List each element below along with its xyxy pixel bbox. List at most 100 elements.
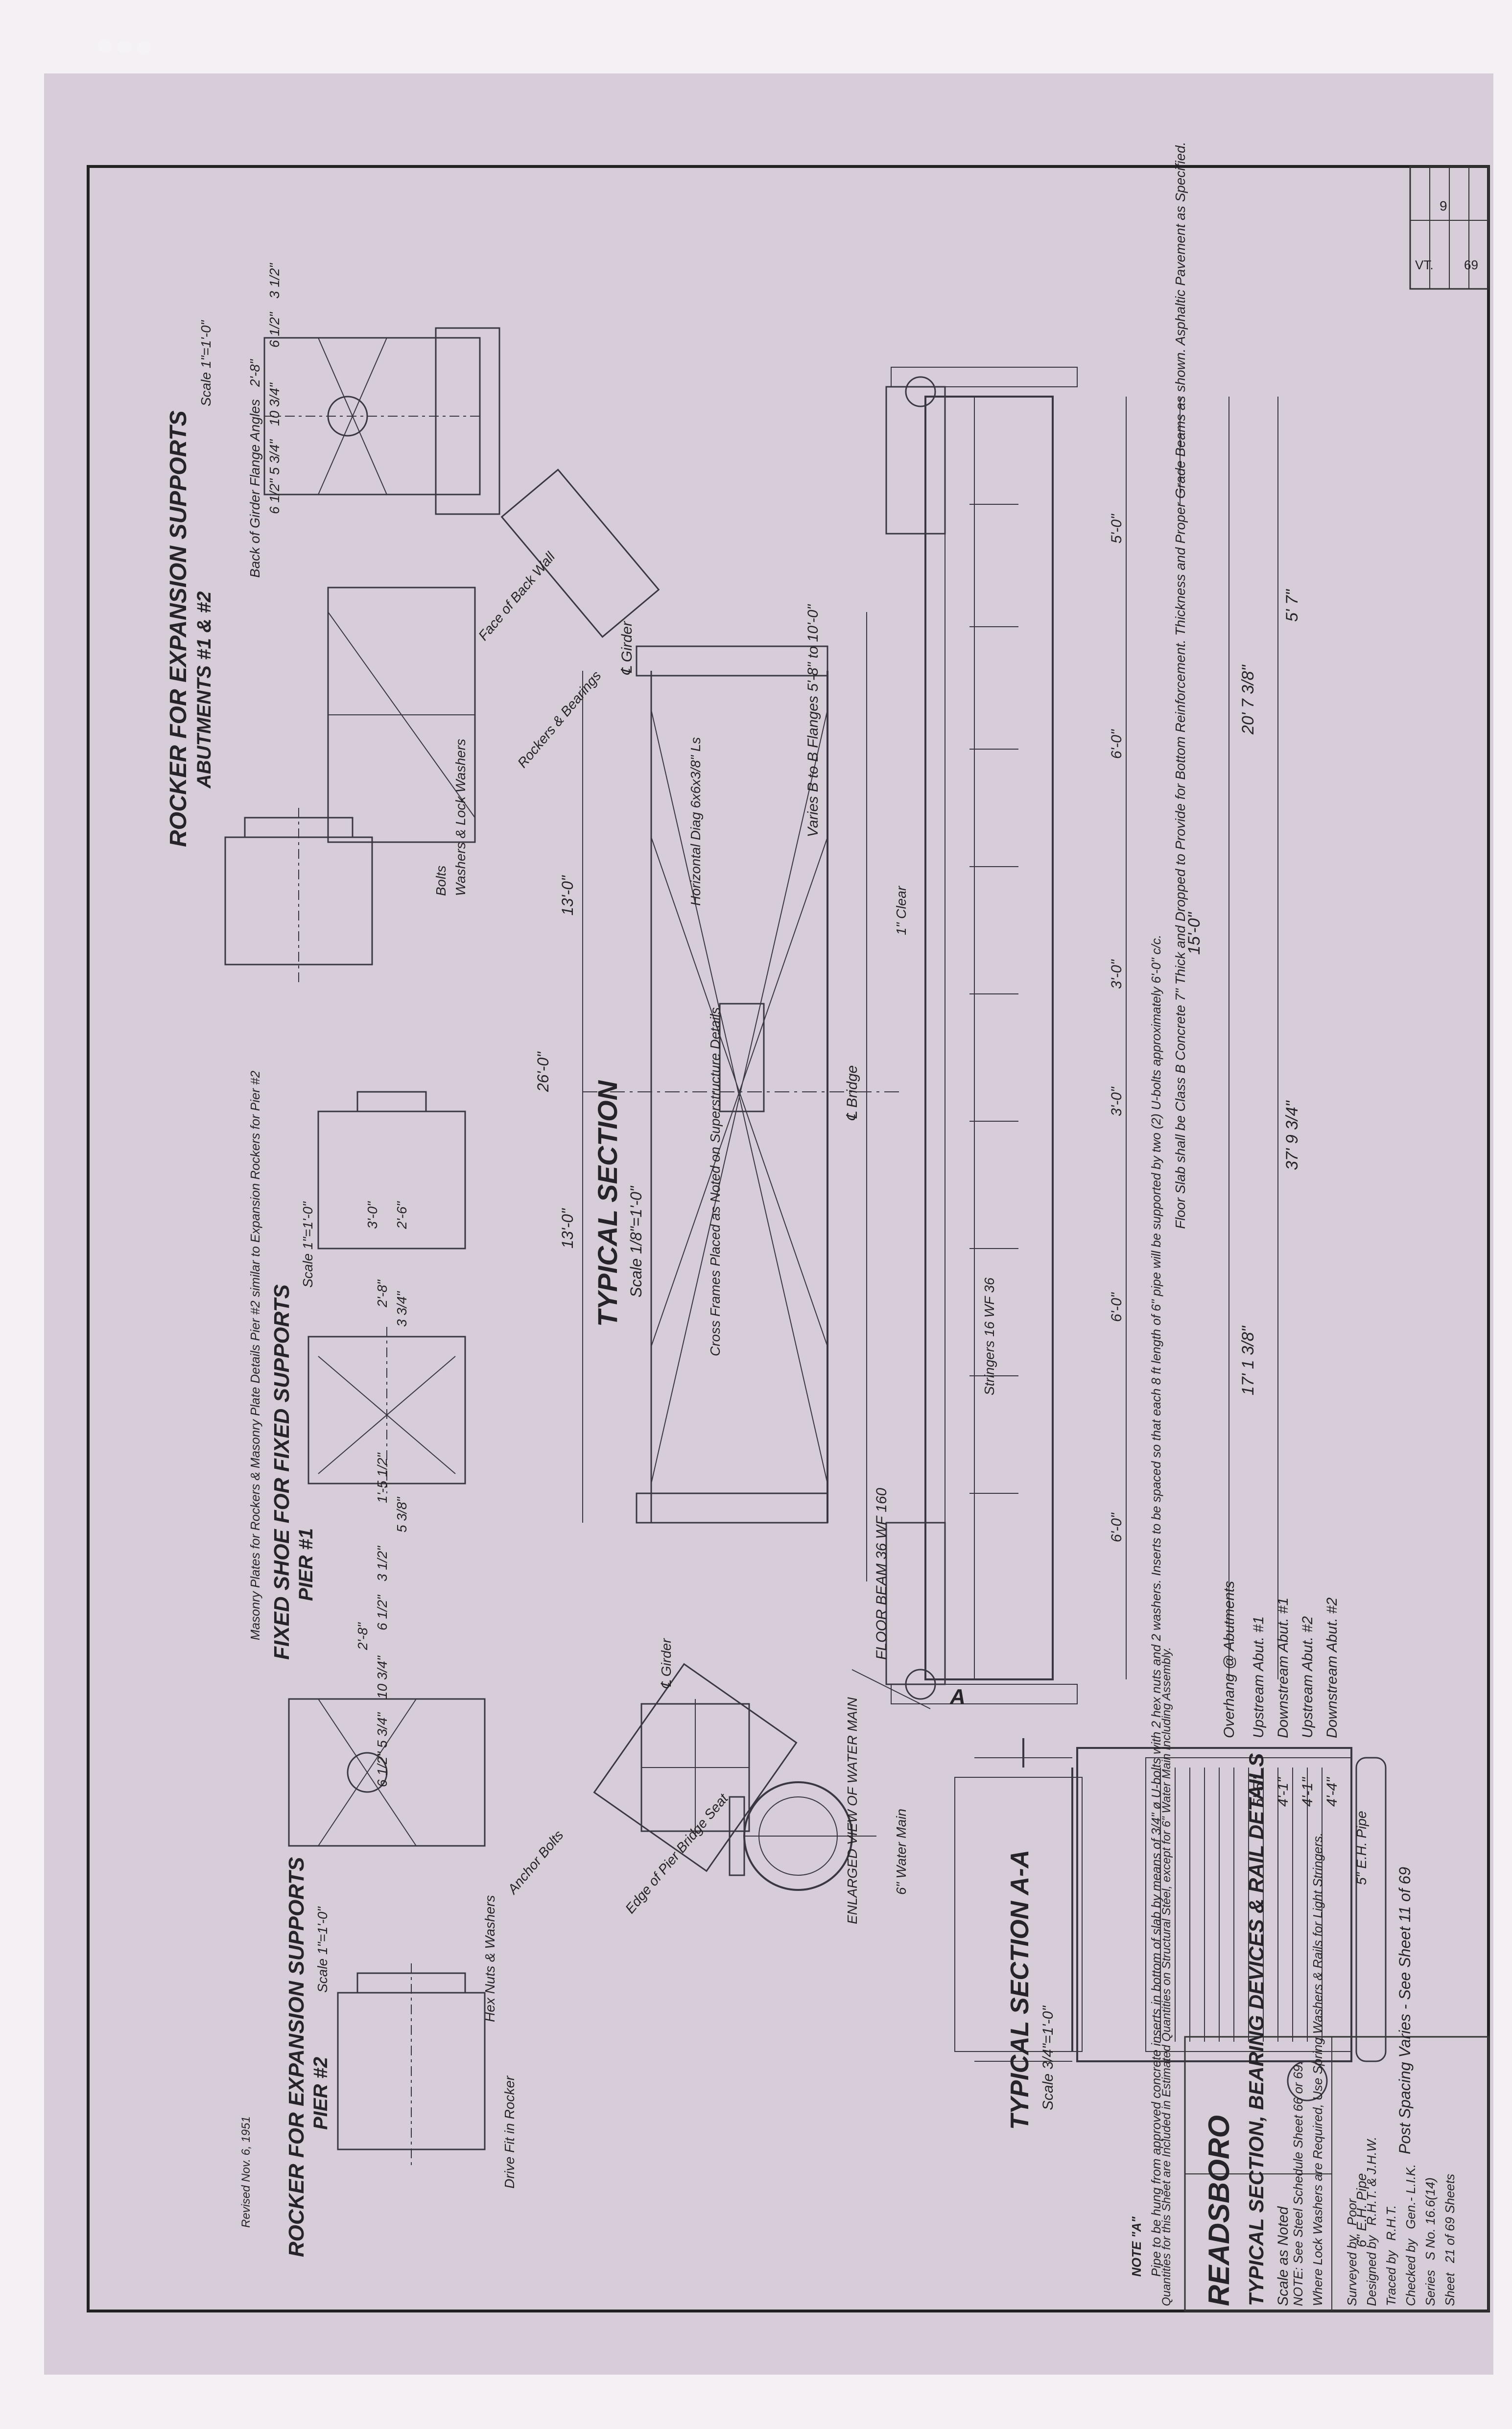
dim-station-1: 6'-0" bbox=[1109, 729, 1125, 759]
rocker-abut-label-0: Back of Girder Flange Angles bbox=[247, 399, 262, 578]
punch-hole bbox=[98, 39, 112, 53]
fixed-shoe-dim-5: 5 3/8" bbox=[394, 1497, 409, 1533]
pipe-rail2-label: 6" E.H. Pipe bbox=[1354, 2173, 1369, 2247]
rocker-abut-dim-4: 5 3/4" bbox=[267, 439, 282, 475]
fixed-shoe-note: Masonry Plates for Rockers & Masonry Pla… bbox=[248, 1070, 262, 1640]
typical-section-drawing bbox=[582, 367, 1278, 1704]
fixed-shoe-dim-0: 2'-8" bbox=[375, 1279, 390, 1308]
overhang-value-0: 5'-5" bbox=[1251, 1777, 1267, 1807]
rocker-pier-label-2: Anchor Bolts bbox=[504, 1827, 567, 1897]
rocker-pier-dim-1: 3 1/2" bbox=[375, 1546, 390, 1581]
span-dim-2: 26'-0" bbox=[534, 1051, 552, 1092]
overhang-label-0: Upstream Abut. #1 bbox=[1251, 1616, 1267, 1738]
cross-frame-note: Cross Frames Placed as Noted on Superstr… bbox=[708, 1007, 723, 1356]
clear-label: 1" Clear bbox=[894, 885, 909, 935]
water-main-detail bbox=[729, 1781, 876, 1891]
flange-varies: Varies B to B Flanges 5'-8" to 10'-0" bbox=[805, 604, 821, 837]
dim-station-5: 6'-0" bbox=[1109, 1512, 1125, 1542]
fixed-shoe-title: FIXED SHOE FOR FIXED SUPPORTS bbox=[270, 1284, 294, 1660]
bridge-label: ℄ Bridge bbox=[844, 1065, 860, 1121]
section-aa-scale: Scale 3/4"=1'-0" bbox=[1040, 2005, 1056, 2110]
total-sheets: 69 bbox=[1464, 258, 1478, 272]
title-series: SeriesS No. 16.6(14) bbox=[1423, 2177, 1438, 2306]
title-surveyed: Surveyed byPoor bbox=[1345, 2198, 1359, 2306]
dim-top-1: 20' 7 3/8" bbox=[1239, 664, 1257, 735]
punch-hole bbox=[137, 41, 151, 55]
title-main: TYPICAL SECTION, BEARING DEVICES & RAIL … bbox=[1245, 1753, 1268, 2306]
fixed-shoe-dim-4: 3 3/4" bbox=[394, 1291, 409, 1327]
overhang-label-2: Upstream Abut. #2 bbox=[1299, 1616, 1316, 1738]
dim-top-2: 15'-0" bbox=[1185, 911, 1204, 955]
note-a-title: NOTE "A" bbox=[1129, 2216, 1144, 2277]
punch-hole bbox=[118, 40, 131, 54]
typical-section-aa-drawing bbox=[954, 1747, 1387, 2101]
rocker-pier-dim-3: 10 3/4" bbox=[375, 1655, 390, 1699]
engineering-drawing: READSBORO TYPICAL SECTION, BEARING DEVIC… bbox=[87, 142, 1490, 2312]
rocker-abut-scale: Scale 1"=1'-0" bbox=[198, 320, 213, 406]
note-b: Where Lock Washers are Required, Use Spr… bbox=[1310, 1833, 1325, 2306]
section-marker: A bbox=[949, 1685, 966, 1709]
rocker-abut-subtitle: ABUTMENTS #1 & #2 bbox=[193, 591, 215, 789]
floor-note: Floor Slab shall be Class B Concrete 7" … bbox=[1173, 142, 1188, 1229]
dim-station-3: 3'-0" bbox=[1109, 1086, 1125, 1116]
dim-top-0: 5' 7" bbox=[1283, 589, 1301, 622]
rocker-abutments-drawing bbox=[224, 327, 660, 984]
dim-station-4: 6'-0" bbox=[1109, 1292, 1125, 1322]
dim-top-3: 37' 9 3/4" bbox=[1283, 1100, 1301, 1170]
note-a: NOTE: See Steel Schedule Sheet 66 or 69. bbox=[1291, 2061, 1305, 2306]
rocker-abut-dim-5: 6 1/2" bbox=[267, 478, 282, 514]
title-sheet: Sheet21 of 69 Sheets bbox=[1442, 2174, 1457, 2306]
enlarged-view-label: ENLARGED VIEW OF WATER MAIN bbox=[845, 1697, 860, 1924]
fixed-shoe-dim-3: 1'-5 1/2" bbox=[375, 1452, 390, 1503]
state: VT. bbox=[1415, 258, 1434, 272]
title-designed: Designed byR.H.T. & J.H.W. bbox=[1364, 2137, 1379, 2306]
post-spacing: Post Spacing Varies - See Sheet 11 of 69 bbox=[1396, 1867, 1414, 2154]
fixed-shoe-dim-2: 2'-6" bbox=[394, 1201, 409, 1229]
rocker-pier-scale: Scale 1"=1'-0" bbox=[315, 1907, 330, 1993]
sheet-no: 9 bbox=[1440, 198, 1447, 213]
rocker-pier-label-4: Drive Fit in Rocker bbox=[502, 2075, 517, 2189]
water-main-label: 6" Water Main bbox=[894, 1809, 909, 1895]
typical-section-scale: Scale 1/8"=1'-0" bbox=[627, 1185, 645, 1297]
fixed-shoe-subtitle: PIER #1 bbox=[295, 1528, 317, 1601]
span-dim-0: 13'-0" bbox=[559, 875, 576, 916]
rocker-abut-dim-2: 6 1/2" bbox=[267, 312, 282, 348]
overhang-label-1: Downstream Abut. #1 bbox=[1275, 1598, 1291, 1738]
rocker-abut-title: ROCKER FOR EXPANSION SUPPORTS bbox=[165, 410, 191, 847]
rocker-pier-label-0: Edge of Pier Bridge Seat bbox=[622, 1791, 732, 1916]
rocker-pier-label-3: Hex Nuts & Washers bbox=[482, 1895, 497, 2022]
rocker-pier-dim-5: 6 1/2" bbox=[375, 1751, 390, 1787]
title-place: READSBORO bbox=[1203, 2115, 1235, 2306]
girder-label: ℄ Girder bbox=[619, 621, 635, 676]
overhang-value-2: 4'-1" bbox=[1299, 1777, 1316, 1807]
rocker-pier-drawing bbox=[288, 1663, 798, 2169]
rocker-abut-dim-1: 3 1/2" bbox=[267, 263, 282, 299]
overhang-value-1: 4'-1" bbox=[1275, 1777, 1291, 1807]
fixed-shoe-dim-1: 3'-0" bbox=[365, 1201, 380, 1229]
rocker-pier-title: ROCKER FOR EXPANSION SUPPORTS bbox=[284, 1857, 308, 2257]
rocker-pier-subtitle: PIER #2 bbox=[310, 2057, 331, 2130]
quantities-note: Quantities for this Sheet are Included i… bbox=[1160, 1647, 1173, 2306]
section-aa-title: TYPICAL SECTION A-A bbox=[1006, 1850, 1034, 2130]
horizontal-diag: Horizontal Diag 6x6x3/8" Ls bbox=[688, 737, 703, 906]
drawing-sheet: READSBORO TYPICAL SECTION, BEARING DEVIC… bbox=[44, 39, 1493, 2375]
rocker-abut-dim-0: 2'-8" bbox=[247, 359, 262, 387]
rocker-abut-dim-3: 10 3/4" bbox=[267, 382, 282, 426]
title-checked: Checked byGen.- L.I.K. bbox=[1403, 2164, 1418, 2306]
dim-station-0: 5'-0" bbox=[1109, 514, 1125, 543]
rocker-pier-dim-4: 5 3/4" bbox=[375, 1712, 390, 1748]
note-a-text: Pipe to be hung from approved concrete i… bbox=[1149, 935, 1163, 2277]
dim-station-2: 3'-0" bbox=[1109, 959, 1125, 989]
rocker-abut-label-4: Rockers & Bearings bbox=[515, 668, 604, 770]
overhang-label-3: Downstream Abut. #2 bbox=[1324, 1597, 1340, 1738]
stringers-label: Stringers 16 WF 36 bbox=[982, 1277, 997, 1395]
overhang-value-3: 4'-4" bbox=[1324, 1777, 1340, 1807]
revision-note: Revised Nov. 6, 1951 bbox=[239, 2116, 253, 2228]
fixed-shoe-scale: Scale 1"=1'-0" bbox=[300, 1202, 315, 1288]
rocker-pier-dim-2: 6 1/2" bbox=[375, 1595, 390, 1630]
rocker-abut-label-2: Bolts bbox=[433, 866, 449, 896]
title-traced: Traced byR.H.T. bbox=[1384, 2205, 1398, 2306]
title-scale: Scale as Noted bbox=[1275, 2206, 1291, 2306]
pipe-rail-label: 5" E.H. Pipe bbox=[1354, 1811, 1369, 1885]
typical-section-title: TYPICAL SECTION bbox=[592, 1080, 623, 1327]
